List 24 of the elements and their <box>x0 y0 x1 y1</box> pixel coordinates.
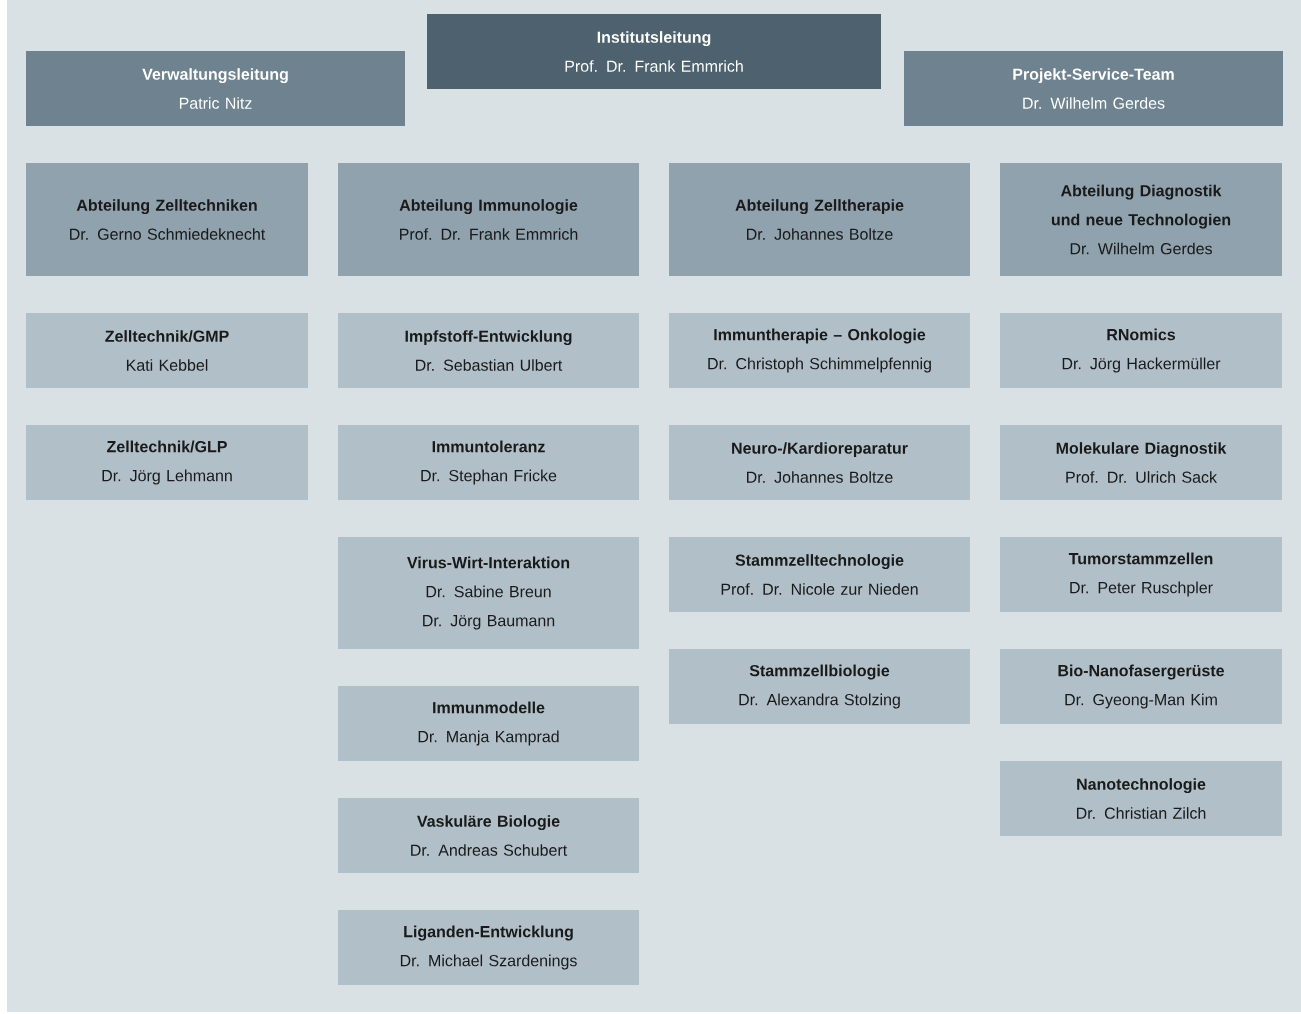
unit-box: Bio-Nanofasergerüste Dr. Gyeong-Man Kim <box>1000 649 1282 724</box>
unit-box: Impfstoff-Entwicklung Dr. Sebastian Ulbert <box>338 313 639 388</box>
unit-box: Vaskuläre Biologie Dr. Andreas Schubert <box>338 798 639 873</box>
unit-box: Liganden-Entwicklung Dr. Michael Szardenings <box>338 910 639 985</box>
unit-box: Zelltechnik/GMP Kati Kebbel <box>26 313 308 388</box>
department-box: Abteilung Zelltechniken Dr. Gerno Schmiedeknecht <box>26 163 308 276</box>
unit-box: Virus-Wirt-Interaktion Dr. Sabine Breun Dr. Jörg Baumann <box>338 537 639 649</box>
unit-box: Nanotechnologie Dr. Christian Zilch <box>1000 761 1282 836</box>
unit-box: Tumorstammzellen Dr. Peter Ruschpler <box>1000 537 1282 612</box>
unit-box: Stammzellbiologie Dr. Alexandra Stolzing <box>669 649 970 724</box>
department-box: Abteilung Zelltherapie Dr. Johannes Boltze <box>669 163 970 276</box>
unit-box: Immunmodelle Dr. Manja Kamprad <box>338 686 639 761</box>
unit-box: RNomics Dr. Jörg Hackermüller <box>1000 313 1282 388</box>
management-box: Projekt-Service-Team Dr. Wilhelm Gerdes <box>904 51 1283 126</box>
unit-box: Immuntoleranz Dr. Stephan Fricke <box>338 425 639 500</box>
management-box: Verwaltungsleitung Patric Nitz <box>26 51 405 126</box>
unit-box: Stammzelltechnologie Prof. Dr. Nicole zur Nieden <box>669 537 970 612</box>
unit-box: Immuntherapie – Onkologie Dr. Christoph Schimmelpfennig <box>669 313 970 388</box>
director-box: Institutsleitung Prof. Dr. Frank Emmrich <box>427 14 881 89</box>
unit-box: Molekulare Diagnostik Prof. Dr. Ulrich Sack <box>1000 425 1282 500</box>
department-box: Abteilung Diagnostik und neue Technologien Dr. Wilhelm Gerdes <box>1000 163 1282 276</box>
department-box: Abteilung Immunologie Prof. Dr. Frank Emmrich <box>338 163 639 276</box>
unit-box: Zelltechnik/GLP Dr. Jörg Lehmann <box>26 425 308 500</box>
unit-box: Neuro-/Kardioreparatur Dr. Johannes Boltze <box>669 425 970 500</box>
